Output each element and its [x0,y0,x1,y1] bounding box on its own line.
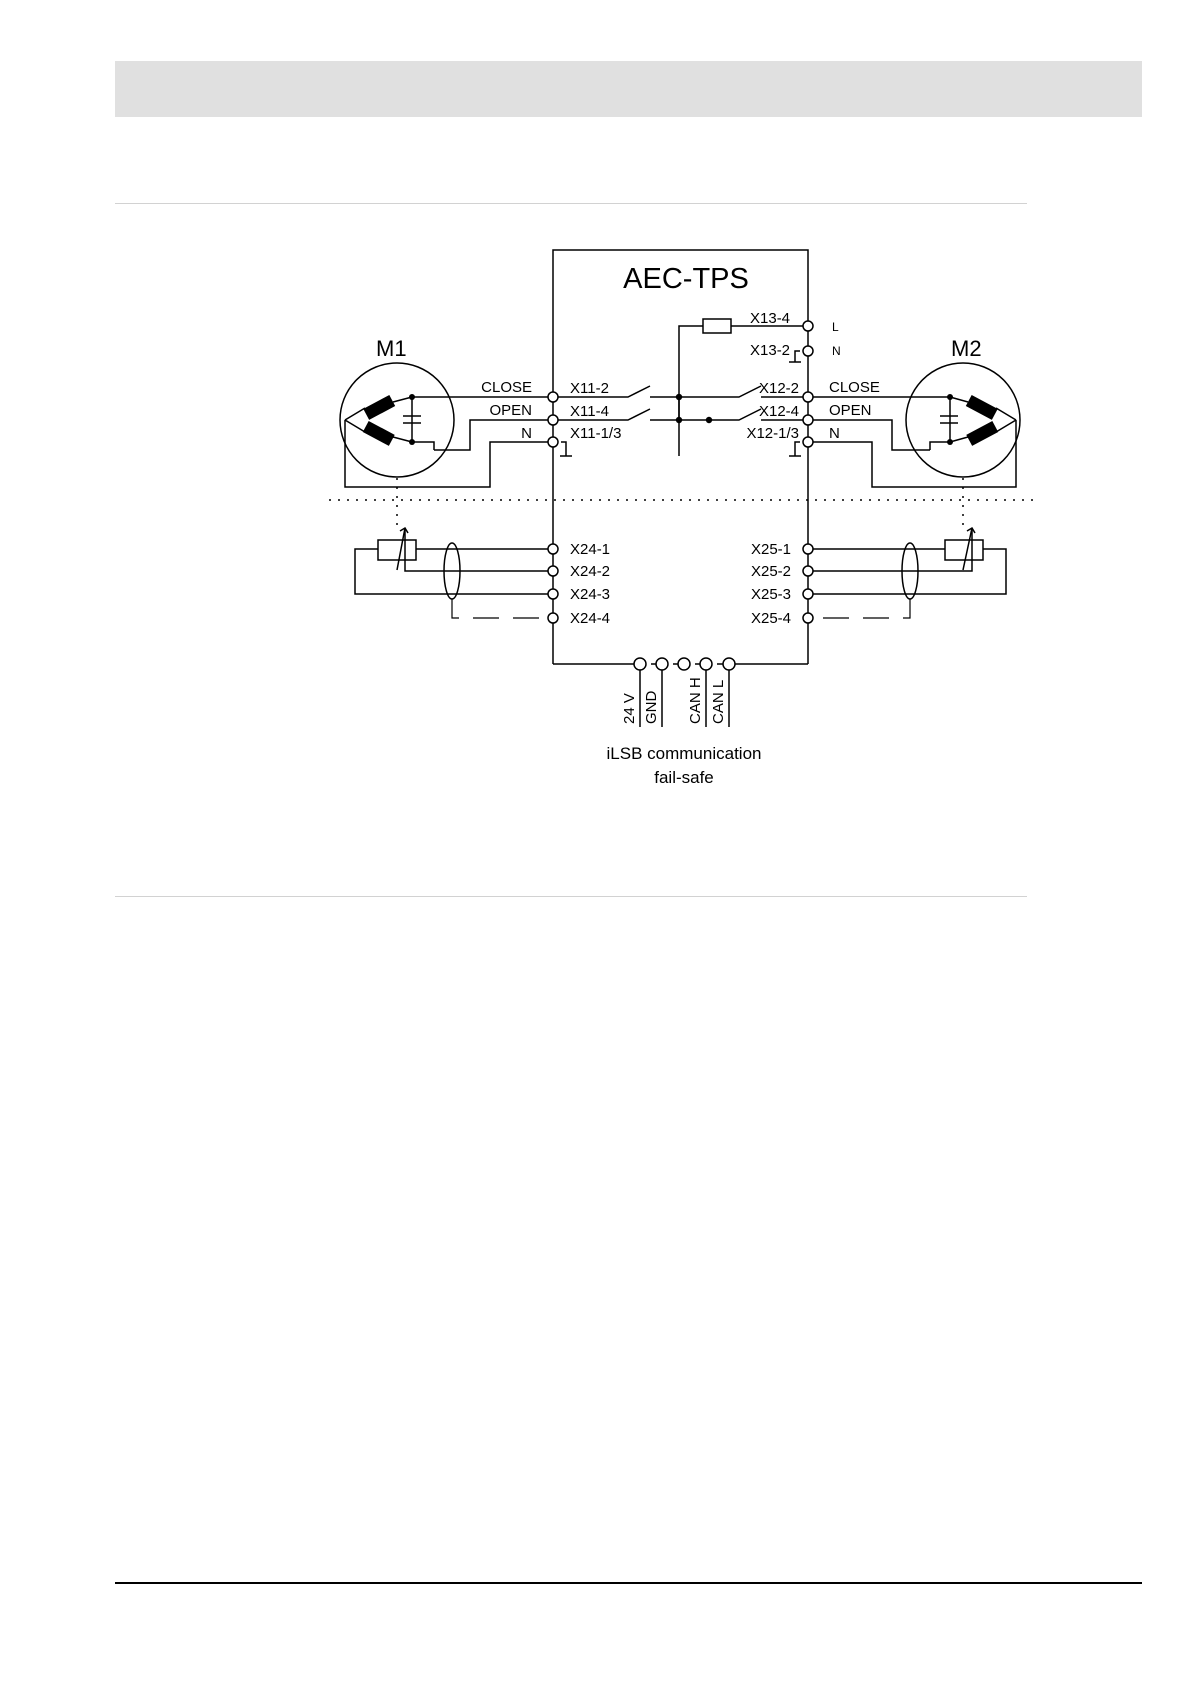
label-n: N [832,344,841,358]
terminal-x13-4: X13-4 [750,310,790,327]
motor-m1-label: M1 [376,336,407,361]
motor-m1-symbol [340,363,454,477]
m2-open-label: OPEN [829,402,872,419]
m1-open-label: OPEN [489,402,532,419]
terminal-x12-13: X12-1/3 [746,425,799,442]
fuse-symbol [703,319,731,333]
right-motor-terminals [789,392,813,456]
left-motor-terminals [548,392,572,456]
bus-canl-label: CAN L [710,680,727,724]
terminal-x25-2: X25-2 [751,563,791,580]
terminal-x25-4: X25-4 [751,610,791,627]
m2-feedback-wiring [803,528,1006,623]
bus-canh-label: CAN H [687,677,704,724]
bus-gnd-label: GND [643,691,660,725]
terminal-x11-4: X11-4 [570,403,609,420]
label-l: L [832,320,839,334]
terminal-x12-4: X12-4 [759,403,799,420]
bus-caption-line1: iLSB communication [607,744,762,763]
terminal-x24-4: X24-4 [570,610,610,627]
m1-close-label: CLOSE [481,379,532,396]
terminal-x11-2: X11-2 [570,380,609,397]
terminal-x24-1: X24-1 [570,541,610,558]
terminal-x25-1: X25-1 [751,541,791,558]
terminal-x24-2: X24-2 [570,563,610,580]
terminal-x11-13: X11-1/3 [570,425,621,442]
terminal-x12-2: X12-2 [759,380,799,397]
motor-m2-symbol [906,363,1020,477]
potentiometer-m2 [945,540,983,560]
motor-m2-label: M2 [951,336,982,361]
terminal-x24-3: X24-3 [570,586,610,603]
terminal-x13-2: X13-2 [750,342,790,359]
m2-n-label: N [829,425,840,442]
bus-24v-label: 24 V [621,693,638,724]
controller-label: AEC-TPS [623,263,749,295]
bus-caption-line2: fail-safe [654,768,714,787]
potentiometer-m1 [378,540,416,560]
m1-feedback-wiring [355,528,558,623]
m2-close-label: CLOSE [829,379,880,396]
m1-n-label: N [521,425,532,442]
terminal-x25-3: X25-3 [751,586,791,603]
